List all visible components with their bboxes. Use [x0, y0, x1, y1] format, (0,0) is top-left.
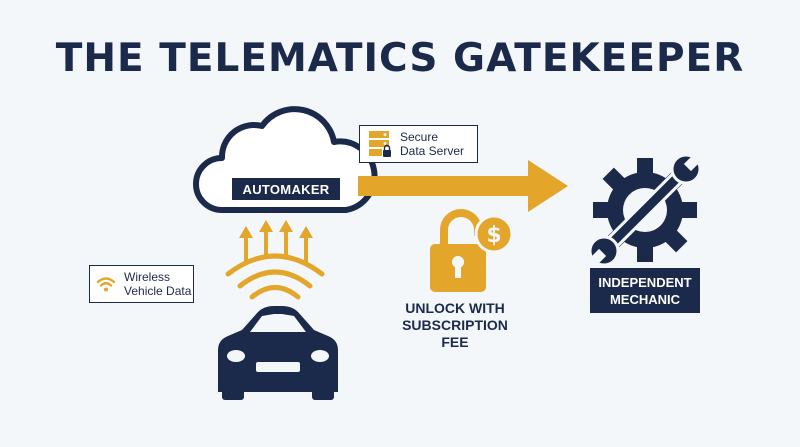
wireless-callout-line1: Wireless [124, 270, 171, 284]
server-callout: Secure Data Server [359, 125, 478, 163]
wireless-callout-line2: Vehicle Data [124, 284, 192, 298]
upload-arrows-icon [239, 220, 313, 262]
server-icon [369, 131, 391, 157]
wifi-icon [96, 277, 116, 292]
unlock-label-line2: SUBSCRIPTION [402, 317, 508, 333]
server-callout-line1: Secure [400, 130, 439, 144]
wireless-callout: Wireless Vehicle Data [89, 265, 194, 303]
gear-wrench-icon [587, 152, 703, 268]
arrow-right-icon [358, 160, 568, 212]
mechanic-label: INDEPENDENT MECHANIC [590, 268, 700, 313]
dollar-coin-icon: $ [474, 214, 514, 254]
unlock-label: UNLOCK WITH SUBSCRIPTION FEE [390, 300, 520, 351]
signal-waves-icon [225, 253, 325, 300]
page-title: THE TELEMATICS GATEKEEPER [55, 36, 745, 81]
automaker-label: AUTOMAKER [232, 178, 340, 200]
mechanic-label-line1: INDEPENDENT [598, 275, 692, 290]
unlock-label-line3: FEE [441, 334, 469, 350]
unlock-label-line1: UNLOCK WITH [405, 300, 505, 316]
svg-text:$: $ [486, 223, 501, 248]
car-icon [218, 306, 338, 400]
server-callout-line2: Data Server [400, 144, 465, 158]
mechanic-label-line2: MECHANIC [609, 292, 681, 307]
